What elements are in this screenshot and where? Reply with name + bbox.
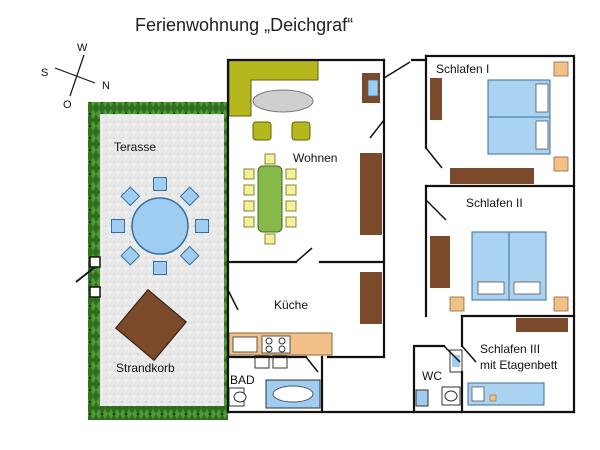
wall-wc (412, 344, 446, 414)
bath-label: BAD (230, 373, 255, 387)
stove (261, 335, 291, 354)
dining-chairs (243, 153, 297, 245)
chair (111, 219, 125, 233)
beach-chair-label: Strandkorb (116, 361, 175, 375)
chair (120, 186, 141, 207)
nightstand (553, 156, 569, 172)
walls (226, 54, 576, 414)
terrace-gate-post-bottom (89, 286, 101, 298)
compass: W S N O (41, 42, 110, 111)
armchair-left (252, 121, 272, 141)
chair (153, 177, 167, 191)
tv-icon (367, 79, 379, 97)
pillow (535, 120, 549, 150)
door-living-kitchen (295, 247, 313, 263)
compass-line-wo (69, 54, 85, 97)
pillow (471, 386, 485, 402)
compass-north: N (102, 80, 110, 92)
nightstand (553, 61, 569, 77)
dining-table (257, 165, 283, 233)
chair (195, 219, 209, 233)
door-bath (305, 356, 319, 373)
chair (243, 200, 255, 212)
nightstand (449, 296, 465, 312)
compass-south: S (41, 67, 48, 79)
wc-label: WC (422, 369, 442, 383)
kitchen-cabinet (360, 272, 382, 324)
chair (179, 186, 200, 207)
chair (285, 200, 297, 212)
pillow (477, 281, 505, 295)
wc-toilet-bowl (444, 390, 458, 402)
bathtub-basin (272, 385, 314, 403)
door-bedroom2 (425, 199, 447, 221)
bunk-bed (467, 382, 545, 406)
terrace-label: Terasse (114, 140, 156, 154)
terrace-gate-post-top (89, 256, 101, 268)
door-wc (443, 345, 461, 363)
door-entrance (383, 61, 411, 79)
door-living-hall (369, 119, 385, 139)
door-bedroom3 (461, 345, 477, 363)
bedroom1-wardrobe (430, 78, 442, 120)
chair (243, 216, 255, 228)
chair (285, 184, 297, 196)
compass-line-ns (54, 67, 96, 84)
bath-toilet-bowl (233, 391, 247, 403)
chair (264, 233, 276, 245)
stove-burner-icon (265, 345, 273, 353)
wall-bedrooms-outer (424, 54, 576, 414)
door-bedroom1 (425, 147, 443, 169)
stove-burner-icon (265, 337, 273, 345)
terrace-chairs (111, 177, 209, 275)
kitchen-label: Küche (274, 298, 308, 312)
bedroom3-sublabel: mit Etagenbett (480, 358, 558, 372)
bedroom1-dresser (450, 168, 534, 184)
chair (285, 216, 297, 228)
terrace-gate (75, 266, 96, 283)
chair (120, 245, 141, 266)
compass-west: W (77, 42, 88, 54)
chair (243, 184, 255, 196)
bedroom3-label: Schlafen III (480, 342, 540, 356)
pillow (535, 83, 549, 113)
beach-chair (114, 288, 188, 362)
terrace-round-table (131, 197, 189, 255)
kitchen-sink (232, 336, 258, 353)
doors (227, 61, 477, 373)
plan-title: Ferienwohnung „Deichgraf“ (135, 15, 353, 35)
wc-sink (415, 389, 429, 407)
stove-burner-icon (278, 345, 286, 353)
living-cabinet (360, 153, 382, 235)
bunk-bed-ladder (489, 394, 497, 402)
bedroom2-wardrobe (430, 236, 450, 288)
chair (285, 168, 297, 180)
chair (264, 153, 276, 165)
bedroom3-sink-basin (452, 355, 460, 367)
chair (243, 168, 255, 180)
bedroom1-label: Schlafen I (436, 62, 489, 76)
coffee-table (252, 89, 314, 113)
door-kitchen-terrace (227, 289, 239, 311)
nightstand (553, 296, 569, 312)
furniture (228, 59, 569, 409)
armchair-right (291, 121, 311, 141)
terrace-area: Terasse Strandkorb (75, 102, 228, 420)
bedroom2-label: Schlafen II (466, 196, 523, 210)
living-room-label: Wohnen (293, 151, 337, 165)
pillow (513, 281, 541, 295)
stove-burner-icon (278, 337, 286, 345)
chair (179, 245, 200, 266)
bedroom2-dresser (516, 318, 568, 332)
chair (153, 261, 167, 275)
terrace-floor (100, 114, 224, 406)
compass-east: O (63, 99, 72, 111)
